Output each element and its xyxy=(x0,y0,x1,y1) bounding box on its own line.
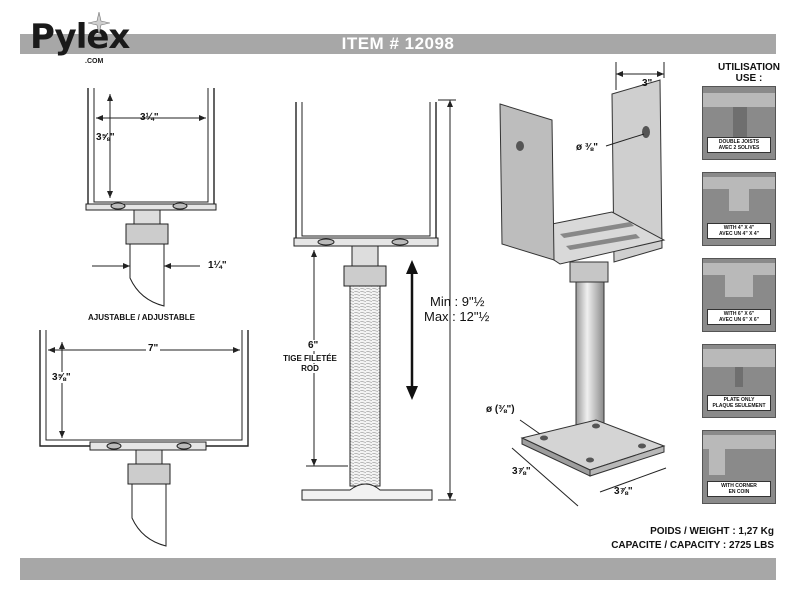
usage-panel-6x6: WITH 6" X 6"AVEC UN 6" X 6" xyxy=(702,258,776,332)
capacity-spec: CAPACITE / CAPACITY : 2725 LBS xyxy=(611,540,774,551)
usage-panel-4x4: WITH 4" X 4"AVEC UN 4" X 4" xyxy=(702,172,776,246)
rod-label-fr: TIGE FILETÉE xyxy=(280,354,340,363)
usage-title-en: USE : xyxy=(735,73,763,84)
dim-rod-diameter: 1¼" xyxy=(208,260,227,271)
pylex-logo-domain: .COM xyxy=(85,58,104,65)
title-banner: ITEM # 12098 xyxy=(20,34,776,54)
pylex-logo: Pylex xyxy=(30,17,130,57)
dim-base-hole: ø (⅜") xyxy=(486,404,515,415)
min-height: Min : 9"½ xyxy=(430,294,485,309)
adjustable-caption: AJUSTABLE / ADJUSTABLE xyxy=(88,313,195,322)
rod-label-en: ROD xyxy=(280,364,340,373)
dim-top-width: 3" xyxy=(642,78,653,89)
usage-caption: WITH 4" X 4"AVEC UN 4" X 4" xyxy=(707,223,771,239)
post-base-isometric-view xyxy=(499,62,667,507)
dim-width-wide: 7" xyxy=(146,343,161,354)
weight-spec: POIDS / WEIGHT : 1,27 Kg xyxy=(650,526,774,537)
item-title: ITEM # 12098 xyxy=(341,34,455,53)
dim-height-small: 3⅝" xyxy=(96,132,115,143)
dim-top-hole: ø ⅜" xyxy=(576,142,598,153)
max-height: Max : 12"½ xyxy=(424,309,490,324)
usage-title: UTILISATION USE : xyxy=(704,62,794,84)
u-bracket-wide-view xyxy=(39,330,249,547)
dim-width-small: 3¼" xyxy=(140,112,159,123)
dim-height-wide: 3⅝" xyxy=(52,372,71,383)
dim-base-depth: 3⅞" xyxy=(512,466,531,477)
dim-base-width: 3⅞" xyxy=(614,486,633,497)
usage-caption: WITH 6" X 6"AVEC UN 6" X 6" xyxy=(707,309,771,325)
post-base-side-view xyxy=(293,99,456,501)
footer-band xyxy=(20,558,776,580)
sparkle-icon xyxy=(88,12,110,34)
u-bracket-front-view xyxy=(85,88,217,307)
usage-title-fr: UTILISATION xyxy=(717,62,781,73)
dim-rod-length: 6" xyxy=(308,340,319,351)
